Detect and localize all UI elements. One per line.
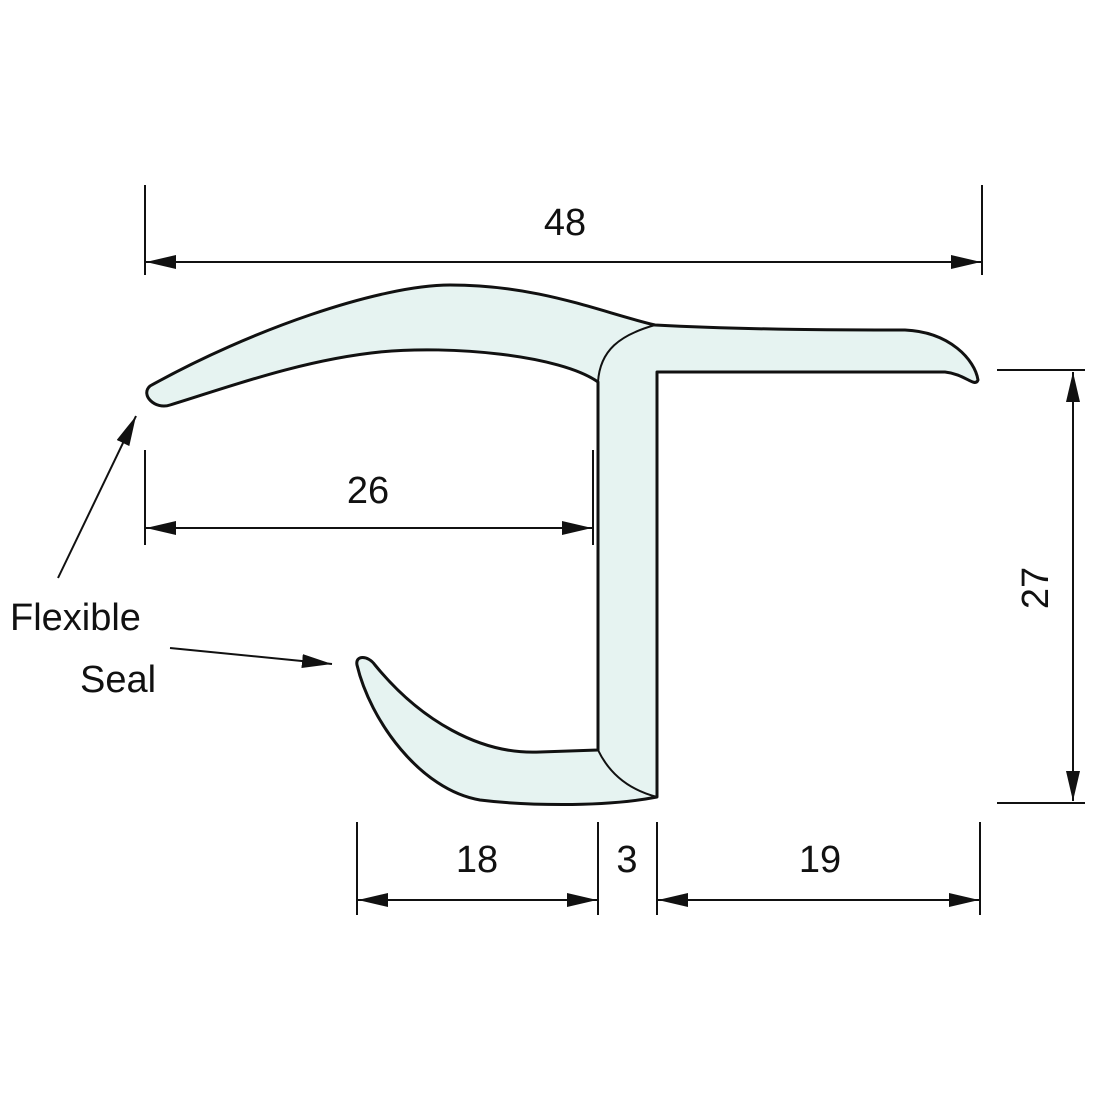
callout-label-line2: Seal [80, 659, 156, 701]
dimension-label-27: 27 [1015, 567, 1057, 609]
profile-joint-top [597, 324, 656, 383]
dimension-label-48: 48 [544, 202, 586, 244]
callout-arrow-upper [57, 415, 137, 579]
dimension-overall-width: 48 [144, 185, 983, 275]
profile-joint-bottom [597, 749, 658, 798]
dimension-label-19: 19 [799, 839, 841, 881]
dimension-label-3: 3 [616, 839, 637, 881]
callout-label-line1: Flexible [10, 597, 141, 639]
dimension-height: 27 [997, 369, 1085, 804]
dimension-label-18: 18 [456, 839, 498, 881]
profile-body [145, 283, 980, 806]
dimension-seal-depth: 26 [144, 450, 592, 545]
dimension-bottom: 18 3 19 [356, 822, 981, 915]
profile-shape [145, 283, 980, 806]
dimension-label-26: 26 [347, 470, 389, 512]
callout-arrow-lower [169, 647, 333, 669]
flexible-seal-callout: Flexible Seal [10, 415, 333, 701]
